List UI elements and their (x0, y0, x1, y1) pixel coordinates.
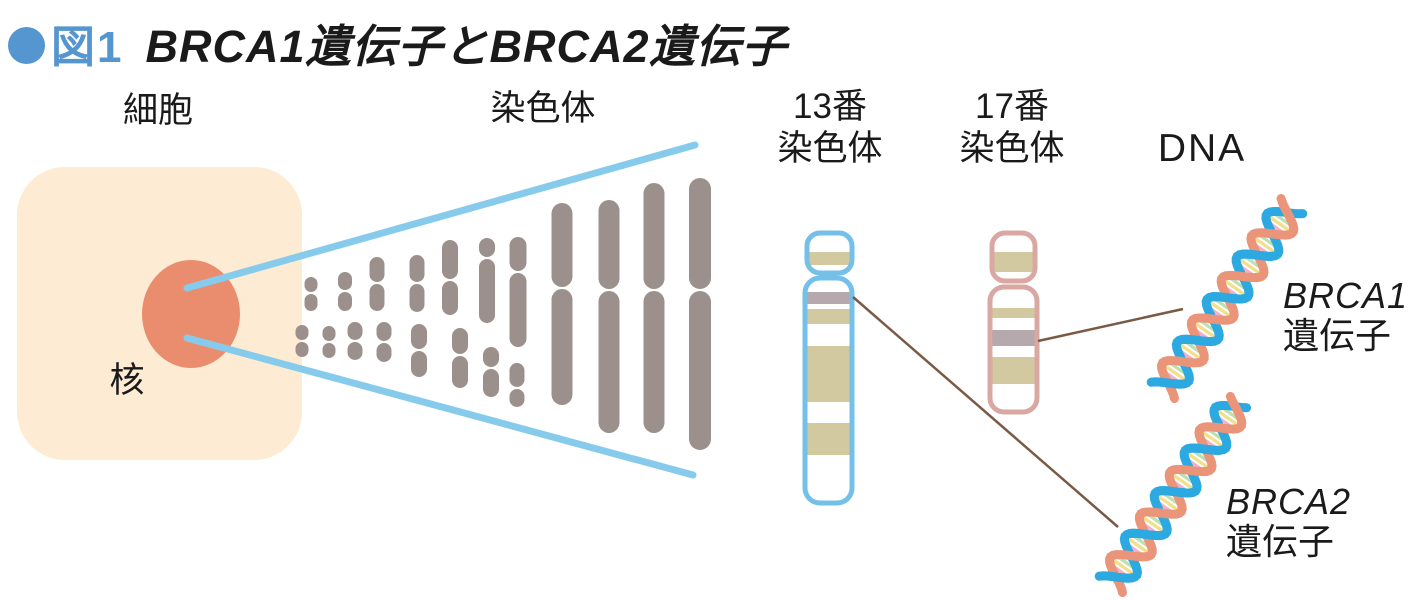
cell-shape (17, 167, 302, 460)
figure-number: 図1 (51, 22, 124, 72)
cell-label: 細胞 (122, 91, 194, 130)
chromosome-label: 染色体 (490, 89, 596, 128)
page-title: BRCA1遺伝子とBRCA2遺伝子 (145, 21, 788, 72)
dna-label: DNA (1157, 127, 1247, 170)
chromosome-17-graphic (987, 230, 1040, 415)
chromosome-13-label: 13番染色体 (777, 87, 883, 168)
figure-bullet-icon (8, 27, 45, 64)
nucleus-label: 核 (109, 361, 145, 400)
nucleus-shape (142, 260, 240, 368)
dna-helix-brca2 (1094, 391, 1252, 598)
zoom-cone-lines (183, 141, 699, 479)
chromosome-spread (295, 178, 711, 450)
dna-helix-brca1 (1146, 193, 1308, 404)
gene-locus-connectors (852, 296, 1184, 528)
chromosome-13-graphic (802, 230, 855, 506)
chromosome-17-label: 17番染色体 (959, 87, 1065, 168)
figure-header: 図1 BRCA1遺伝子とBRCA2遺伝子 (8, 10, 788, 75)
